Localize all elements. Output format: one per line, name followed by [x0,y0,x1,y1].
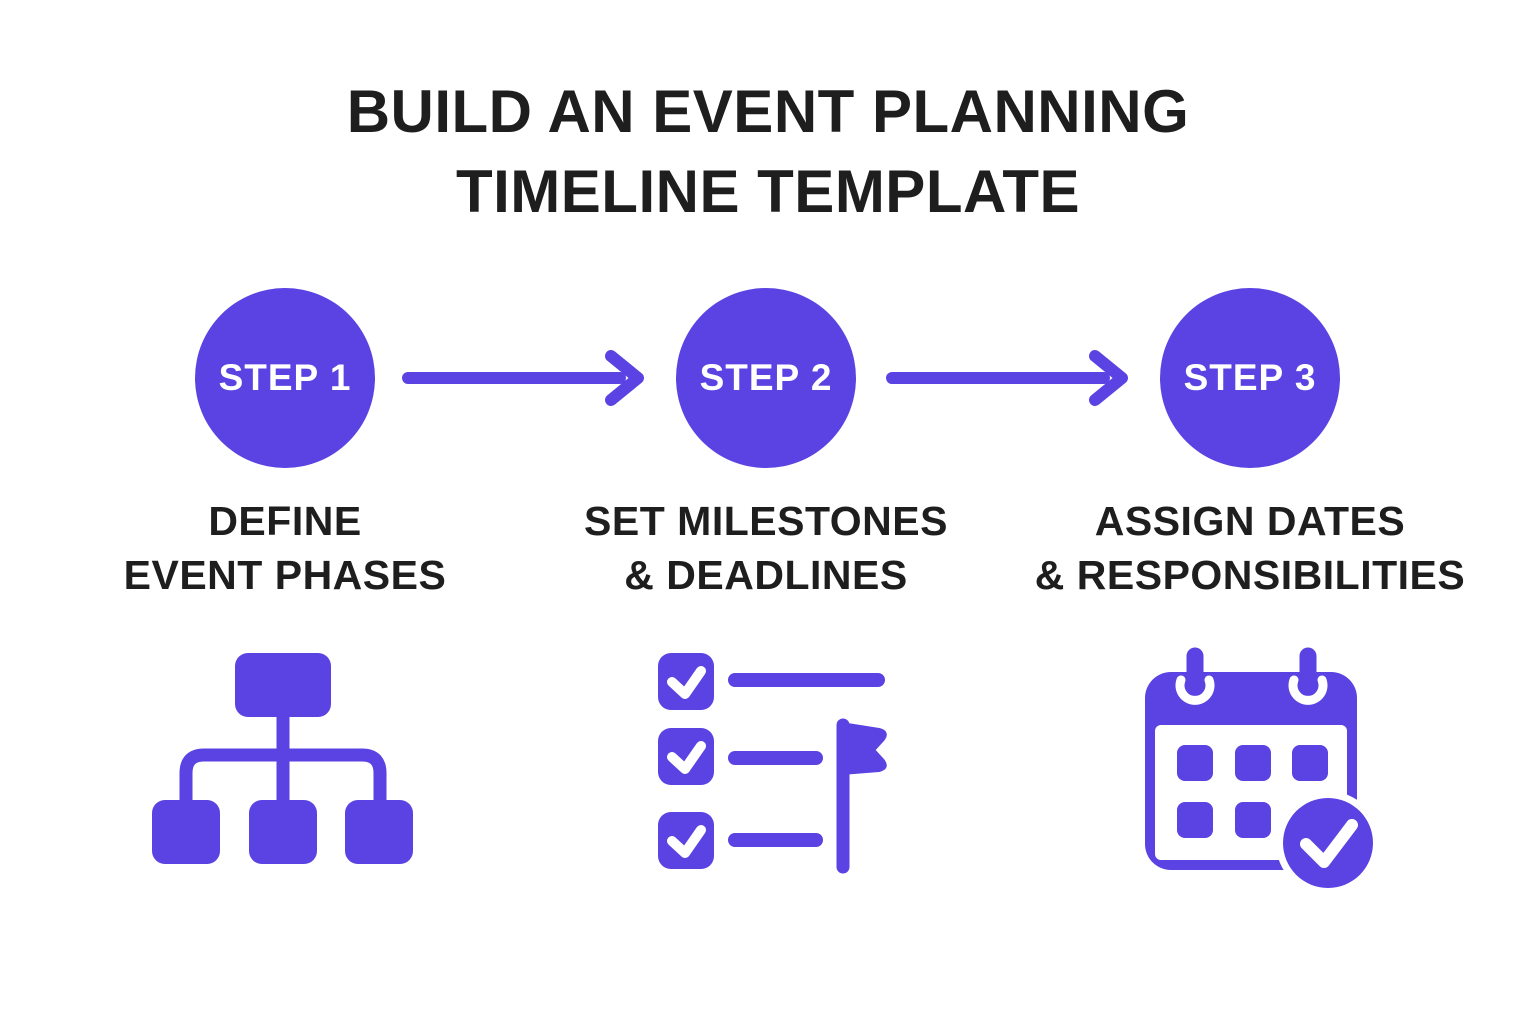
step-2-label-line2: & DEADLINES [624,552,908,598]
page-title-line1: BUILD AN EVENT PLANNING [346,78,1190,145]
step-3-circle: STEP 3 [1160,288,1340,468]
checklist-flag-icon [658,653,887,874]
step-2-label-line1: SET MILESTONES [584,498,948,544]
arrow-right-icon [886,350,1128,406]
step-3-badge: STEP 3 [1183,357,1317,398]
org-chart-icon [152,653,413,864]
arrow-right-icon [402,350,644,406]
page-title: BUILD AN EVENT PLANNING TIMELINE TEMPLAT… [0,72,1536,232]
step-1-label-line2: EVENT PHASES [123,552,447,598]
calendar-check-icon [1145,647,1380,895]
step-1-badge: STEP 1 [218,357,352,398]
step-3-label-line1: ASSIGN DATES [1094,498,1406,544]
step-1-label-line1: DEFINE [208,498,362,544]
step-2-circle: STEP 2 [676,288,856,468]
step-2-badge: STEP 2 [699,357,833,398]
step-1-circle: STEP 1 [195,288,375,468]
step-3-label: ASSIGN DATES & RESPONSIBILITIES [1010,494,1490,602]
page-title-line2: TIMELINE TEMPLATE [455,158,1081,225]
step-2-label: SET MILESTONES & DEADLINES [526,494,1006,602]
step-1-label: DEFINE EVENT PHASES [45,494,525,602]
step-3-label-line2: & RESPONSIBILITIES [1034,552,1466,598]
